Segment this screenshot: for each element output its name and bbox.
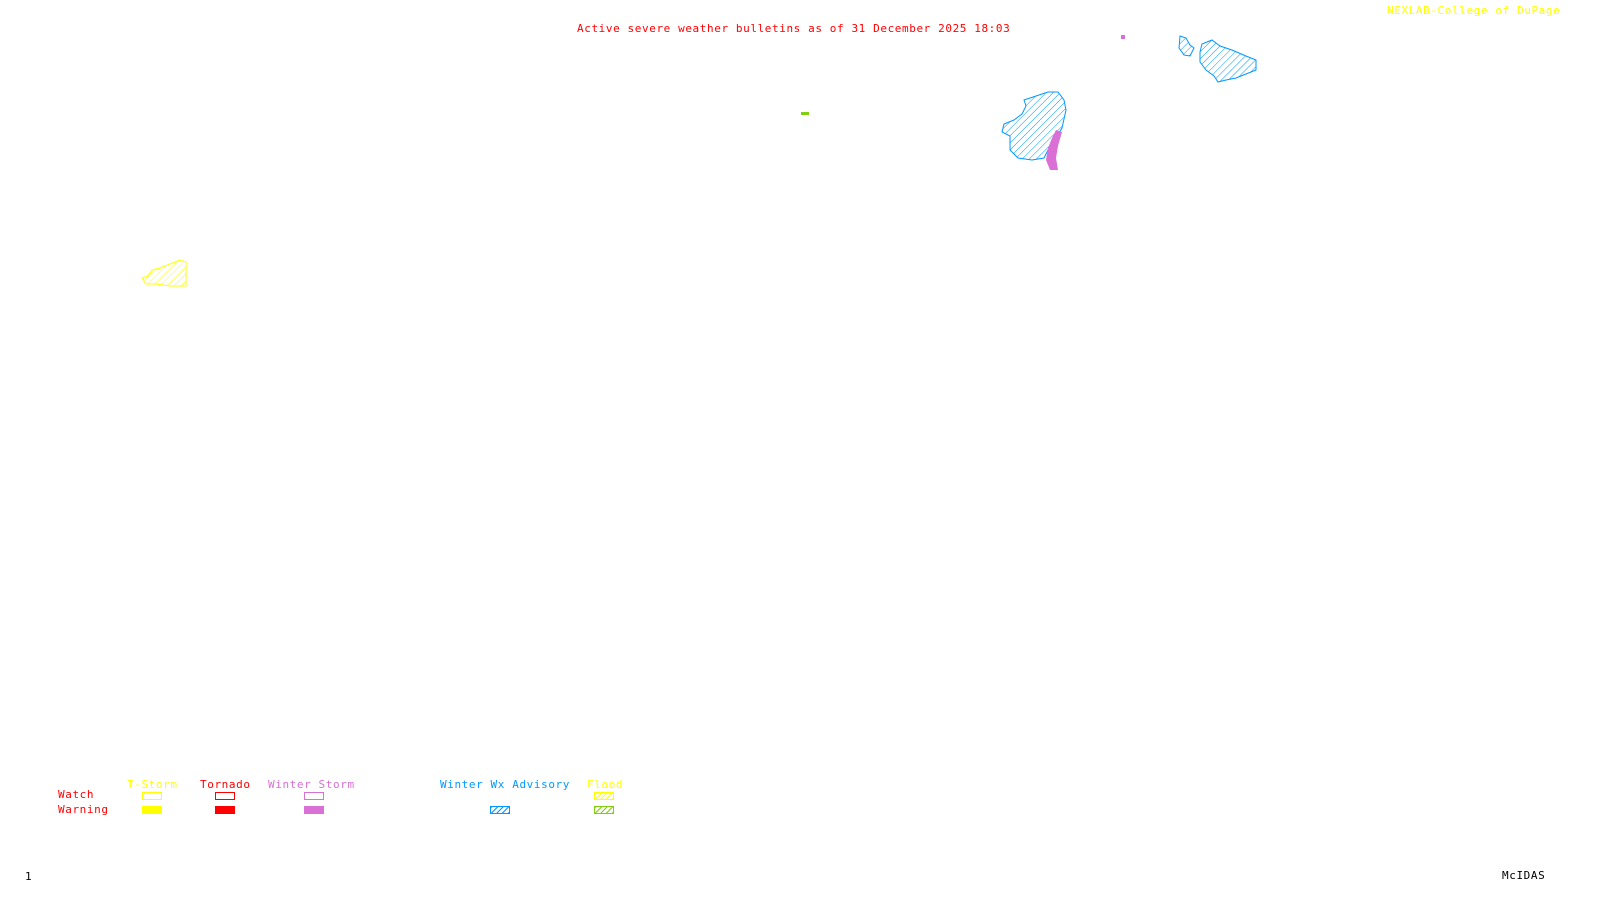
legend-tstorm-label: T-Storm <box>127 778 178 791</box>
winter-wx-advisory-swatch <box>490 806 510 814</box>
flood-warning-spot[interactable] <box>801 112 809 115</box>
frame-number: 1 <box>25 870 33 883</box>
software-label: McIDAS <box>1502 869 1546 882</box>
winter-storm-warning-area[interactable] <box>1046 130 1062 170</box>
winter-storm-watch-swatch <box>304 792 324 800</box>
legend-winter-wx-advisory-label: Winter Wx Advisory <box>440 778 571 791</box>
map-title: Active severe weather bulletins as of 31… <box>577 22 1011 35</box>
legend-winter-storm-label: Winter Storm <box>268 778 355 791</box>
tornado-warning-swatch <box>215 806 235 814</box>
legend-flood-label: Flood <box>587 778 624 791</box>
legend-watch-label: Watch <box>58 788 95 801</box>
legend-tornado-label: Tornado <box>200 778 251 791</box>
winter-storm-warning-spot[interactable] <box>1121 35 1125 39</box>
tstorm-warning-swatch <box>142 806 162 814</box>
credit-text: NEXLAB-College of DuPage <box>1387 4 1561 17</box>
flood-watch-swatch <box>594 792 614 800</box>
legend-warning-label: Warning <box>58 803 109 816</box>
tornado-watch-swatch <box>215 792 235 800</box>
winter-storm-warning-swatch <box>304 806 324 814</box>
flood-warning-swatch <box>594 806 614 814</box>
tstorm-watch-swatch <box>142 792 162 800</box>
winter-wx-advisory-area-ne[interactable] <box>1178 35 1257 83</box>
flood-watch-area[interactable] <box>141 259 187 287</box>
